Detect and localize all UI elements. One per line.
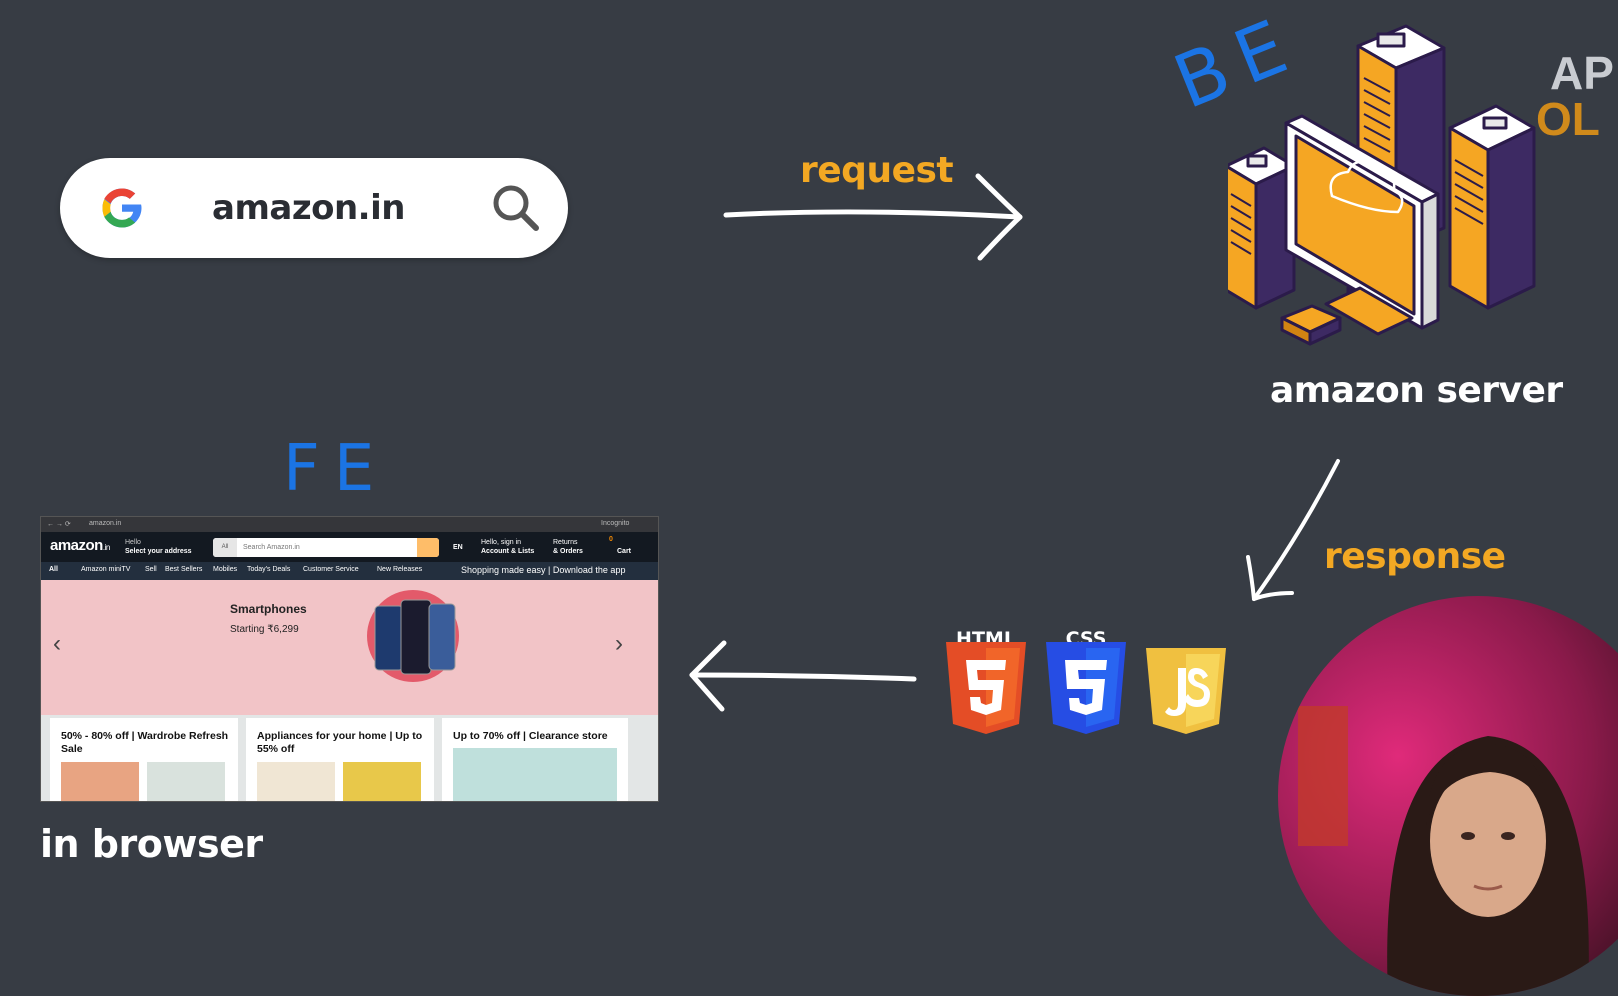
request-label: request bbox=[800, 150, 954, 191]
amazon-nav: All Amazon miniTV Sell Best Sellers Mobi… bbox=[41, 562, 658, 580]
server-illustration bbox=[1228, 24, 1536, 346]
monitor bbox=[1284, 114, 1440, 336]
nav-all: All bbox=[49, 566, 58, 573]
amazon-header: amazon.in Hello Select your address All … bbox=[41, 532, 658, 562]
search-bar[interactable]: amazon.in bbox=[60, 158, 568, 258]
presenter-webcam bbox=[1278, 596, 1618, 996]
returns-line2: & Orders bbox=[553, 548, 583, 555]
nav-new-releases: New Releases bbox=[377, 566, 423, 573]
response-arrow bbox=[1246, 459, 1340, 601]
request-arrow bbox=[723, 173, 1023, 261]
hero-subtitle: Starting ₹6,299 bbox=[230, 624, 299, 635]
hero-title: Smartphones bbox=[230, 602, 307, 616]
server-label: amazon server bbox=[1270, 370, 1563, 411]
corner-text-1: AP bbox=[1550, 47, 1614, 99]
nav-mobiles: Mobiles bbox=[213, 566, 238, 573]
nav-bestsellers: Best Sellers bbox=[165, 566, 203, 573]
nav-sell: Sell bbox=[145, 566, 157, 573]
account-line2: Account & Lists bbox=[481, 548, 535, 555]
promo-text: Shopping made easy | Download the app bbox=[461, 565, 626, 575]
nav-customer-service: Customer Service bbox=[303, 566, 359, 573]
render-arrow bbox=[689, 640, 917, 712]
router-puck bbox=[1280, 304, 1342, 346]
incognito-badge: Incognito bbox=[601, 520, 630, 527]
deal-tile-1: 50% - 80% off | Wardrobe Refresh Sale bbox=[50, 718, 238, 801]
cart-count: 0 bbox=[609, 536, 613, 543]
javascript-icon bbox=[1146, 648, 1226, 734]
phones-image bbox=[367, 590, 459, 682]
search-category: All bbox=[213, 538, 237, 557]
google-logo-icon bbox=[102, 188, 142, 228]
cart-text: Cart bbox=[617, 548, 632, 555]
search-query[interactable]: amazon.in bbox=[212, 188, 405, 228]
response-label: response bbox=[1324, 536, 1506, 577]
search-placeholder: Search Amazon.in bbox=[243, 544, 300, 551]
deal-tiles: 50% - 80% off | Wardrobe Refresh Sale Ap… bbox=[41, 715, 658, 801]
browser-toolbar: ← → ⟳ amazon.in Incognito bbox=[41, 517, 658, 532]
nav-minitv: Amazon miniTV bbox=[81, 566, 131, 573]
html5-icon bbox=[946, 642, 1026, 734]
deal-tile-2: Appliances for your home | Up to 55% off bbox=[246, 718, 434, 801]
presenter-image bbox=[1278, 596, 1618, 996]
server-tower-right bbox=[1448, 104, 1536, 310]
amazon-logo: amazon.in bbox=[50, 537, 110, 554]
nav-arrows-icon: ← → ⟳ bbox=[47, 521, 71, 528]
browser-label: in browser bbox=[40, 822, 263, 866]
hello-text: Hello bbox=[125, 539, 141, 546]
language-text: EN bbox=[453, 544, 463, 551]
amazon-search-icon bbox=[417, 538, 439, 557]
deal-tile-3: Up to 70% off | Clearance store bbox=[442, 718, 628, 801]
nav-deals: Today's Deals bbox=[247, 566, 291, 573]
account-line1: Hello, sign in bbox=[481, 539, 522, 546]
carousel-prev-icon: ‹ bbox=[53, 630, 61, 657]
amazon-search: All Search Amazon.in bbox=[213, 538, 439, 557]
search-icon[interactable] bbox=[490, 182, 542, 234]
frontend-label: FE bbox=[283, 432, 389, 506]
hero-banner: ‹ Smartphones Starting ₹6,299 › bbox=[41, 580, 658, 715]
corner-text-2: OL bbox=[1536, 93, 1600, 145]
css3-icon bbox=[1046, 642, 1126, 734]
browser-screenshot: ← → ⟳ amazon.in Incognito amazon.in Hell… bbox=[41, 517, 658, 801]
address-bar: amazon.in bbox=[89, 520, 122, 527]
server-tower-left bbox=[1228, 146, 1296, 310]
returns-line1: Returns bbox=[553, 539, 578, 546]
address-text: Select your address bbox=[125, 548, 192, 555]
carousel-next-icon: › bbox=[615, 630, 623, 657]
